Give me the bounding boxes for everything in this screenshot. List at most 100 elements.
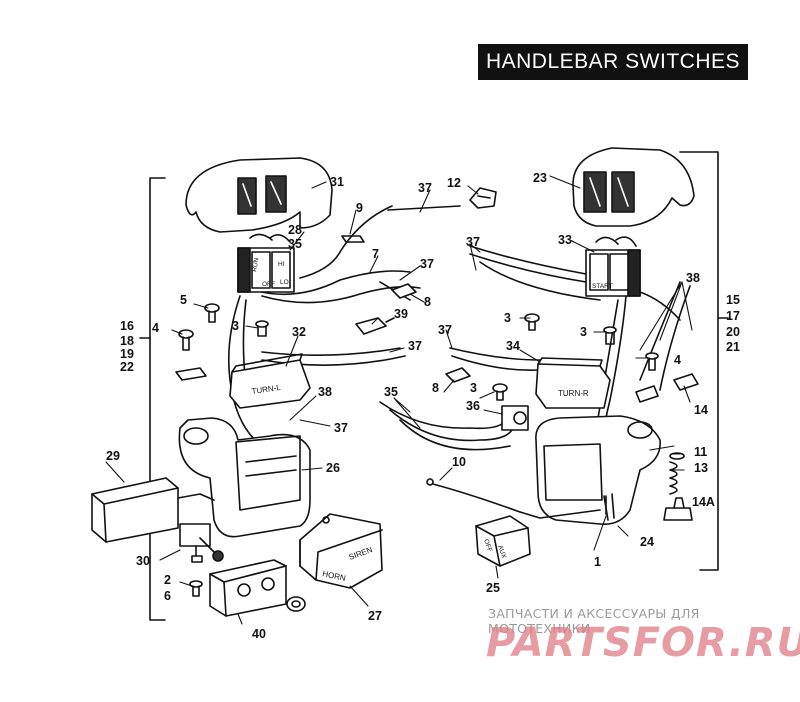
callout-8-center: 8: [432, 381, 439, 395]
callout-3-right-upper: 3: [504, 311, 511, 325]
plunger-14a: [663, 497, 693, 521]
screw-4-left: [178, 329, 194, 351]
callout-22: 22: [120, 360, 134, 374]
callout-1: 1: [594, 555, 601, 569]
callout-4-right: 4: [674, 353, 681, 367]
screw-3-right-upper: [524, 313, 540, 331]
right-upper-housing: [572, 147, 695, 227]
callout-23: 23: [533, 171, 547, 185]
callout-19: 19: [120, 347, 134, 361]
terminal-9: [341, 235, 365, 243]
bracket-40: [209, 559, 287, 617]
turn-right-switch: [535, 357, 611, 409]
terminal-39: [355, 317, 395, 335]
screw-5: [204, 303, 220, 323]
watermark-text: ЗАПЧАСТИ И АКСЕССУАРЫ ДЛЯ МОТОТЕХНИКИ: [488, 606, 700, 636]
lo-label: LO: [280, 279, 289, 286]
callout-25: 25: [486, 581, 500, 595]
callout-3-center: 3: [470, 381, 477, 395]
screw-2: [189, 580, 203, 597]
wire-harness-right: [449, 245, 691, 471]
hi-label: HI: [278, 261, 285, 268]
turn-l-label: TURN-L: [251, 383, 282, 396]
callout-35-lower: 35: [384, 385, 398, 399]
callout-13: 13: [694, 461, 708, 475]
screw-3-center: [492, 383, 508, 401]
block-29: [91, 477, 215, 543]
callout-37-center: 37: [438, 323, 452, 337]
watermark-logo: PARTSFOR.RU: [486, 620, 800, 666]
start-label: START: [592, 283, 613, 290]
callout-5: 5: [180, 293, 187, 307]
page-title: HANDLEBAR SWITCHES: [478, 44, 748, 80]
callout-6: 6: [164, 589, 171, 603]
callout-37-top: 37: [418, 181, 432, 195]
callout-39: 39: [394, 307, 408, 321]
leader-lines: [105, 175, 693, 625]
right-lower-housing: [535, 415, 661, 526]
callout-4-left: 4: [152, 321, 159, 335]
callout-37-left-low: 37: [334, 421, 348, 435]
callout-37-mid: 37: [420, 257, 434, 271]
wire-harness-left: [227, 205, 461, 441]
horn-siren-switch: [299, 513, 383, 589]
callout-17: 17: [726, 309, 740, 323]
callout-31: 31: [330, 175, 344, 189]
callout-12: 12: [447, 176, 461, 190]
callout-18: 18: [120, 334, 134, 348]
callout-37-left-mid: 37: [408, 339, 422, 353]
callout-30: 30: [136, 554, 150, 568]
toggle-switch-30: [179, 523, 224, 563]
left-upper-housing: [185, 157, 333, 233]
callout-14a: 14A: [692, 495, 715, 509]
callout-21: 21: [726, 340, 740, 354]
callout-33: 33: [558, 233, 572, 247]
callout-9: 9: [356, 201, 363, 215]
callouts: 31 23 37 12 9 28 35 37 33 7 37 38 5 8 15…: [106, 171, 740, 641]
callout-37-right: 37: [466, 235, 480, 249]
screw-3-left: [255, 320, 269, 337]
aux-label: AUX: [496, 544, 507, 560]
off-label: OFF: [482, 538, 493, 553]
callout-36: 36: [466, 399, 480, 413]
callout-16: 16: [120, 319, 134, 333]
spring-13: [669, 452, 685, 495]
callout-2: 2: [164, 573, 171, 587]
callout-15: 15: [726, 293, 740, 307]
callout-8-top: 8: [424, 295, 431, 309]
connector-8-center: [445, 367, 471, 383]
left-switch-block: [237, 233, 295, 293]
callout-11: 11: [694, 445, 707, 459]
left-bracket: [149, 177, 166, 621]
callout-26: 26: [326, 461, 340, 475]
run-label: RUN: [251, 257, 260, 272]
callout-27: 27: [368, 609, 382, 623]
callout-34: 34: [506, 339, 520, 353]
switch-36: [501, 405, 529, 431]
right-switch-block: [585, 236, 641, 297]
off-label-left: OFF: [262, 281, 275, 288]
callout-32: 32: [292, 325, 306, 339]
pad-right-1: [635, 385, 659, 403]
turn-left-switch: [229, 353, 311, 409]
callout-3-left: 3: [232, 319, 239, 333]
callout-14: 14: [694, 403, 708, 417]
grommet: [286, 596, 306, 612]
right-bracket: [679, 151, 719, 571]
callout-38-left: 38: [318, 385, 332, 399]
screw-3-right: [603, 326, 617, 345]
callout-40: 40: [252, 627, 266, 641]
callout-29: 29: [106, 449, 120, 463]
turn-r-label: TURN-R: [558, 389, 589, 398]
wire-10: [426, 478, 601, 519]
wire-harness-center: [379, 401, 513, 451]
pad-left: [175, 367, 207, 381]
callout-20: 20: [726, 325, 740, 339]
callout-28: 28: [288, 223, 302, 237]
callout-35-top: 35: [288, 237, 302, 251]
left-lower-housing: [178, 417, 311, 538]
callout-24: 24: [640, 535, 654, 549]
callout-7: 7: [372, 247, 379, 261]
off-aux-switch: [475, 515, 531, 567]
